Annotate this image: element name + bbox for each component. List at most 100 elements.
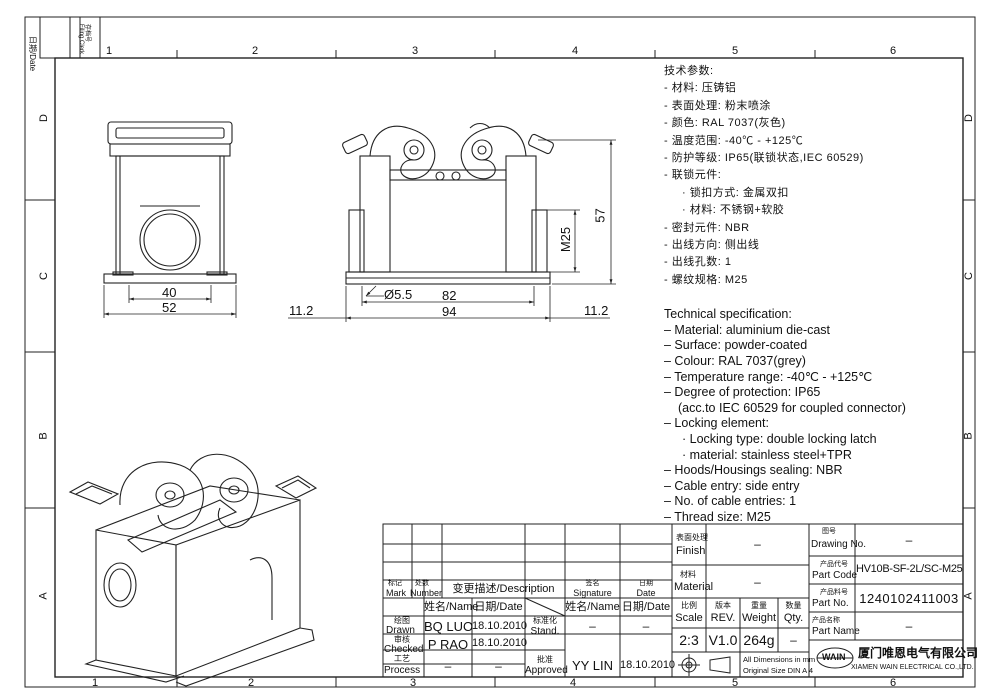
spec-cn-subitem: · 锁扣方式: 金属双扣 xyxy=(682,186,789,199)
tb-weight-cn: 重量 xyxy=(751,601,767,610)
front-view xyxy=(342,122,554,285)
spec-cn-title: 技术参数: xyxy=(664,65,714,77)
grid-col-bottom-4: 4 xyxy=(570,677,577,689)
tb-finish-value: – xyxy=(754,537,761,551)
tb-approved-en: Approved xyxy=(525,665,568,676)
grid-col-top-5: 5 xyxy=(732,45,739,57)
spec-en-subitem: · Locking type: double locking latch xyxy=(682,432,877,447)
spec-cn-item: - 联锁元件: xyxy=(664,169,722,182)
spec-en-item: – Locking element: xyxy=(664,416,769,431)
dim-side-52: 52 xyxy=(162,300,177,315)
tb-company-en: XIAMEN WAIN ELECTRICAL CO.,LTD. xyxy=(851,664,974,671)
spec-cn-subitem: · 材料: 不锈钢+软胶 xyxy=(682,204,785,217)
tb-part-no-en: Part No. xyxy=(812,598,849,609)
tb-checked-cn: 审核 xyxy=(394,635,410,644)
spec-en-subitem: · material: stainless steel+TPR xyxy=(682,447,852,462)
tb-stand-cn: 标准化 xyxy=(533,616,557,625)
side-dim-lines xyxy=(103,285,237,318)
grid-row-left-d: D xyxy=(37,114,50,122)
grid-row-left-a: A xyxy=(37,592,50,600)
tb-rev-cn: 版本 xyxy=(715,601,731,610)
grid-col-bottom-1: 1 xyxy=(92,677,99,689)
tb-part-name-cn: 产品名称 xyxy=(812,617,840,624)
tb-part-no-value: 1240102411003 xyxy=(859,591,959,606)
tb-drawn-date: 18.10.2010 xyxy=(472,620,528,632)
grid-col-bottom-5: 5 xyxy=(732,677,739,689)
tb-qty-en: Qty. xyxy=(783,612,804,624)
tb-scale-cn: 比例 xyxy=(681,601,697,610)
tb-date-en: Date xyxy=(636,588,656,598)
tb-process-name: – xyxy=(444,659,452,673)
tb-company-cn: 厦门唯恩电气有限公司 xyxy=(858,646,979,660)
side-view xyxy=(103,121,237,284)
technical-specification: 技术参数: - 材料: 压铸铝 - 表面处理: 粉末喷涂 - 颜色: RAL 7… xyxy=(664,63,974,526)
tb-approved-cn: 批准 xyxy=(537,655,553,664)
spec-cn-item: - 温度范围: -40℃ - +125℃ xyxy=(664,134,804,147)
tb-signature-en: Signature xyxy=(573,588,612,598)
tb-finish-cn: 表面处理 xyxy=(676,533,708,542)
spec-cn-item: - 出线孔数: 1 xyxy=(664,256,732,269)
grid-col-top-3: 3 xyxy=(412,45,419,57)
tb-weight-value: 264g xyxy=(743,632,775,648)
tb-weight-en: Weight xyxy=(741,612,777,624)
tb-rev-value: V1.0 xyxy=(708,632,738,648)
tb-drawing-no-value: – xyxy=(905,533,913,547)
tb-qty-cn: 数量 xyxy=(785,601,802,610)
tb-qty-value: – xyxy=(790,633,797,647)
front-dim-lines xyxy=(288,139,616,322)
spec-en-item: – Temperature range: -40℃ - +125℃ xyxy=(664,369,873,384)
grid-row-left-c: C xyxy=(37,272,50,280)
grid-col-bottom-3: 3 xyxy=(410,677,417,689)
tb-dim-note-1: All Dimensions in mm xyxy=(743,655,816,664)
dim-front-m25: M25 xyxy=(558,226,574,253)
tb-number-cn: 处数 xyxy=(415,580,429,587)
tb-logo-text: WAIN xyxy=(822,652,846,662)
tb-approved-name: YY LIN xyxy=(572,658,613,673)
tb-drawn-cn: 绘图 xyxy=(394,616,410,625)
spec-en-item: – Degree of protection: IP65 xyxy=(664,385,821,400)
spec-en-item: – Thread size: M25 xyxy=(664,510,771,524)
tb-checked-name: P RAO xyxy=(427,637,469,652)
tb-date-header: 日期/Date xyxy=(474,601,523,613)
tb-drawing-no-cn: 图号 xyxy=(822,528,836,535)
tb-material-en: Material xyxy=(674,581,714,593)
spec-en-item: – Cable entry: side entry xyxy=(664,478,800,493)
wain-logo xyxy=(816,647,854,669)
tb-name-header-2: 姓名/Name xyxy=(565,601,620,613)
isometric-view xyxy=(68,453,318,687)
dim-front-57: 57 xyxy=(592,208,608,223)
tb-mark-cn: 标记 xyxy=(388,580,402,587)
tb-name-header: 姓名/Name xyxy=(424,601,479,613)
dim-front-94: 94 xyxy=(442,304,457,319)
dim-front-82: 82 xyxy=(442,288,457,303)
grid-col-top-1: 1 xyxy=(106,45,113,57)
grid-col-bottom-2: 2 xyxy=(248,677,255,689)
tb-drawn-en: Drawn xyxy=(386,625,415,636)
tb-date-header-2: 日期/Date xyxy=(621,601,671,613)
tb-part-no-cn: 产品料号 xyxy=(820,589,848,596)
spec-cn-item: - 防护等级: IP65(联锁状态,IEC 60529) xyxy=(664,152,864,165)
spec-en-title: Technical specification: xyxy=(664,307,792,322)
grid-col-bottom-6: 6 xyxy=(890,677,897,689)
grid-row-right-a: A xyxy=(962,592,975,600)
tb-approved-date: 18.10.2010 xyxy=(620,659,676,671)
tb-process-cn: 工艺 xyxy=(394,654,410,663)
tb-process-en: Process xyxy=(384,665,421,676)
title-block-lines xyxy=(382,523,964,678)
tb-checked-date: 18.10.2010 xyxy=(472,637,528,649)
tb-part-code-cn: 产品代号 xyxy=(820,561,848,568)
tb-drawn-name: BQ LUO xyxy=(424,619,474,634)
grid-col-top-2: 2 xyxy=(252,45,259,57)
spec-en-item: – Hoods/Housings sealing: NBR xyxy=(664,463,843,478)
corner-date-label: 日期/Date xyxy=(28,36,37,72)
tb-process-date: – xyxy=(495,659,502,673)
tb-scale-en: Scale xyxy=(675,612,703,624)
spec-cn-item: - 表面处理: 粉末喷涂 xyxy=(664,99,771,112)
corner-filing-label: 存档号 Filing Clerk xyxy=(78,24,90,55)
spec-en-item: – No. of cable entries: 1 xyxy=(664,494,797,509)
spec-cn-item: - 颜色: RAL 7037(灰色) xyxy=(664,117,786,130)
spec-en-item: – Material: aluminium die-cast xyxy=(664,322,831,337)
grid-col-top-6: 6 xyxy=(890,45,897,57)
tb-description: 变更描述/Description xyxy=(452,583,555,595)
tb-stand-en: Stand. xyxy=(530,626,560,637)
